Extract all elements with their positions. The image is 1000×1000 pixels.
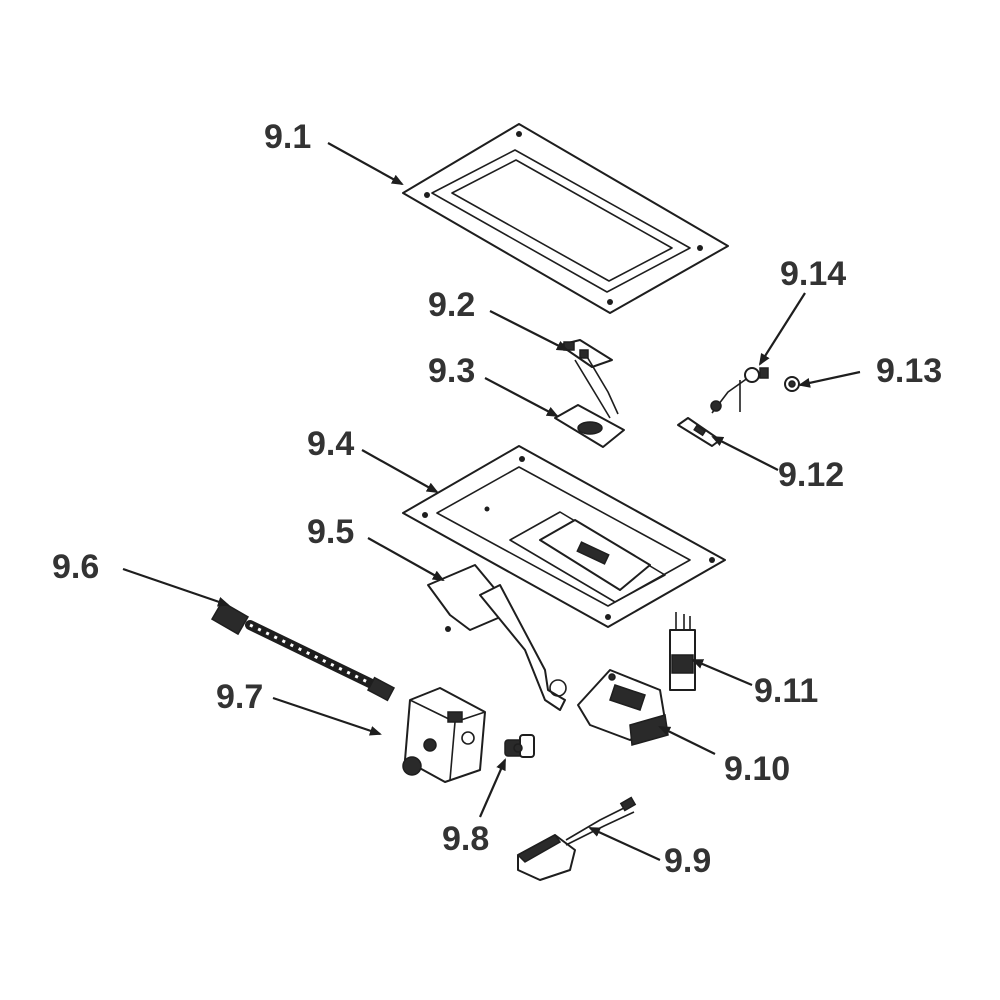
leader-9-4: [361, 449, 439, 493]
part-9-2-bracket: [559, 339, 619, 419]
part-9-13-nut: [784, 376, 800, 392]
leader-9-12: [711, 436, 779, 471]
callout-9-3: 9.3: [428, 352, 475, 390]
leader-9-11: [691, 658, 753, 687]
callout-9-13: 9.13: [876, 352, 942, 390]
leader-9-14: [758, 292, 806, 366]
callout-9-12: 9.12: [778, 456, 844, 494]
callout-9-4: 9.4: [307, 425, 354, 463]
callout-9-9: 9.9: [664, 842, 711, 880]
leader-9-1: [327, 142, 404, 185]
part-9-12-sensor-probe: [677, 417, 721, 447]
leader-9-3: [484, 377, 559, 417]
leader-arrows: [122, 142, 861, 862]
leader-9-10: [658, 726, 716, 755]
callout-9-1: 9.1: [264, 118, 311, 156]
callout-9-11: 9.11: [754, 672, 818, 710]
leader-9-9: [588, 826, 661, 862]
callout-9-10: 9.10: [724, 750, 790, 788]
leader-9-5: [367, 537, 445, 581]
part-9-14-thermocouple: [710, 367, 769, 414]
leader-9-8: [478, 758, 507, 818]
callout-9-14: 9.14: [780, 255, 846, 293]
callout-9-6: 9.6: [52, 548, 99, 586]
callout-labels: 9.1 9.2 9.3 9.4 9.5 9.6 9.7 9.8 9.9 9.10…: [52, 118, 942, 880]
part-9-6-gas-line: [210, 600, 396, 702]
part-9-5-mounting-bracket: [427, 564, 567, 711]
leader-9-13: [798, 370, 861, 388]
leader-9-2: [489, 310, 569, 351]
part-9-11-connector-pack: [669, 612, 696, 691]
callout-9-8: 9.8: [442, 820, 489, 858]
part-9-7-gas-valve: [402, 687, 486, 783]
part-9-1-frame-plate: [402, 123, 729, 314]
callout-9-2: 9.2: [428, 286, 475, 324]
part-9-9-power-adapter: [516, 796, 637, 881]
callout-9-7: 9.7: [216, 678, 263, 716]
part-9-4-burner-pan: [402, 445, 726, 628]
leader-9-7: [272, 696, 382, 736]
part-9-8-elbow-fitting: [504, 734, 535, 758]
part-9-10-control-module: [577, 669, 669, 746]
leader-9-6: [122, 567, 230, 607]
part-9-3-gasket: [554, 404, 625, 448]
callout-9-5: 9.5: [307, 513, 354, 551]
